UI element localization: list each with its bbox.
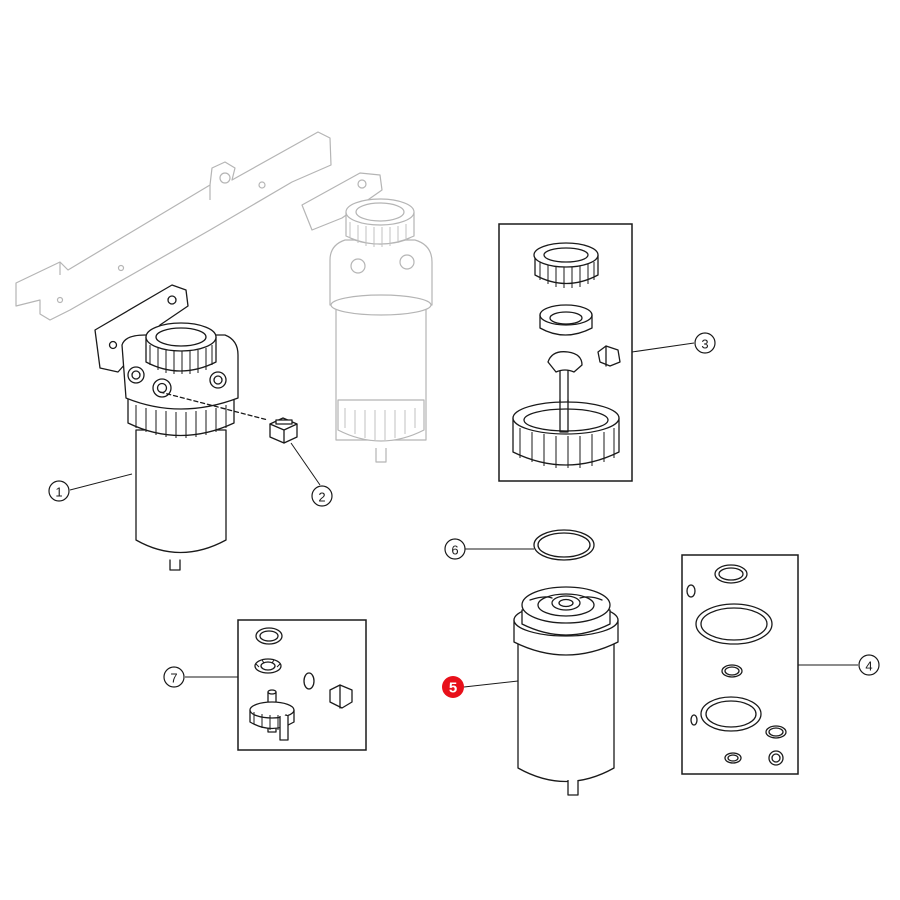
leader-line-1: [69, 473, 133, 491]
callout-5-circle: [442, 676, 464, 698]
o-ring-part-6: [533, 529, 595, 561]
callout-3-circle: [694, 332, 716, 354]
callout-7-label: 7: [170, 671, 177, 686]
callout-6-circle: [444, 538, 466, 560]
callout-1: 1: [48, 480, 70, 502]
callout-3: 3: [694, 332, 716, 354]
leader-line-2: [290, 442, 321, 486]
callout-4-circle: [858, 654, 880, 676]
leader-lines: [69, 342, 858, 688]
callout-4-label: 4: [865, 659, 872, 674]
leader-line-3: [631, 342, 695, 353]
filter-element-part-5: [513, 586, 619, 796]
leader-line-5: [463, 680, 519, 688]
callout-5-label: 5: [449, 680, 457, 697]
callout-5: 5: [442, 676, 464, 698]
filter-assembly-ghost: [301, 172, 433, 463]
callout-4: 4: [858, 654, 880, 676]
bolt-part: [269, 417, 298, 444]
kit-box-3: [498, 223, 633, 482]
kit-box-4: [681, 554, 799, 775]
callout-7-circle: [163, 666, 185, 688]
callout-2-label: 2: [318, 490, 325, 505]
callout-3-label: 3: [701, 337, 708, 352]
callout-1-label: 1: [55, 485, 62, 500]
callout-7: 7: [163, 666, 185, 688]
callout-1-circle: [48, 480, 70, 502]
callout-2-circle: [311, 485, 333, 507]
kit-box-7: [237, 619, 367, 751]
callout-6-label: 6: [451, 543, 458, 558]
mounting-bracket-ghost: [15, 131, 332, 321]
callout-2: 2: [311, 485, 333, 507]
filter-assembly-main: [94, 284, 269, 571]
callout-6: 6: [444, 538, 466, 560]
